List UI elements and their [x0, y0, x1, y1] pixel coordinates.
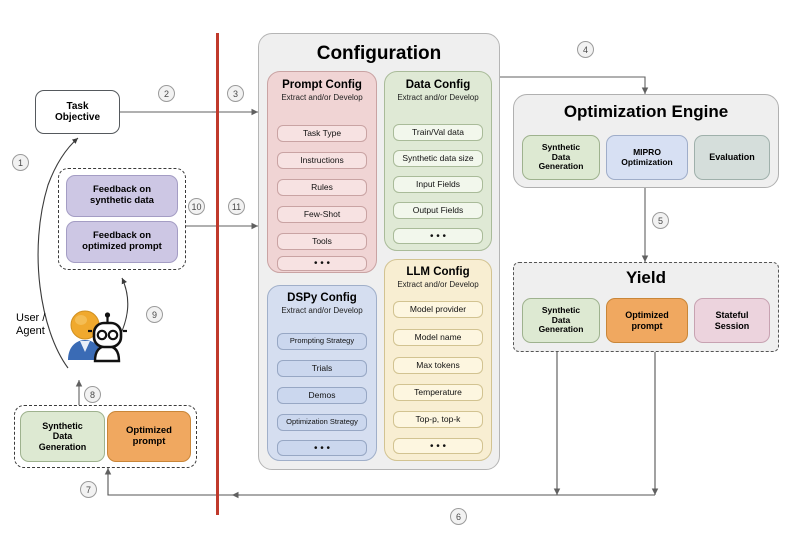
chip-synthetic-data-size[interactable]: Synthetic data size [393, 150, 483, 167]
feedback-synthetic-line2: synthetic data [90, 195, 154, 206]
chip-top-p-top-k[interactable]: Top-p, top-k [393, 411, 483, 428]
chip-task-type[interactable]: Task Type [277, 125, 367, 142]
chip-instructions[interactable]: Instructions [277, 152, 367, 169]
data-config-subtitle: Extract and/or Develop [397, 93, 479, 102]
bottom-synthetic-line2: Data [52, 431, 73, 442]
bottom-optimized-line2: prompt [132, 435, 166, 447]
node-bottom-optimized-prompt[interactable]: Optimized prompt [107, 411, 191, 462]
node-engine-mipro-optimization[interactable]: MIPRO Optimization [606, 135, 688, 180]
chip-output-fields[interactable]: Output Fields [393, 202, 483, 219]
user-agent-line1: User / [16, 312, 46, 324]
yield-stateful-line2: Session [714, 320, 750, 331]
chip-input-fields[interactable]: Input Fields [393, 176, 483, 193]
chip-prompt-more[interactable]: • • • [277, 256, 367, 271]
user-robot-icon [68, 310, 127, 363]
boundary-line [216, 33, 219, 515]
flow-badge-5: 5 [652, 212, 669, 229]
chip-llm-more[interactable]: • • • [393, 438, 483, 454]
engine-eval-line1: Evaluation [709, 152, 755, 163]
yield-synth-line1: Synthetic [541, 304, 581, 315]
chip-train-val-data[interactable]: Train/Val data [393, 124, 483, 141]
chip-optimization-strategy[interactable]: Optimization Strategy [277, 414, 367, 431]
user-agent-line2: Agent [16, 324, 45, 337]
node-engine-evaluation[interactable]: Evaluation [694, 135, 770, 180]
chip-max-tokens[interactable]: Max tokens [393, 357, 483, 374]
bottom-optimized-line1: Optimized [126, 424, 172, 436]
llm-config-subtitle: Extract and/or Develop [397, 280, 479, 289]
feedback-optimized-line2: optimized prompt [82, 241, 162, 252]
node-feedback-synthetic-data[interactable]: Feedback on synthetic data [66, 175, 178, 217]
bottom-synthetic-line3: Generation [38, 441, 87, 452]
chip-data-more[interactable]: • • • [393, 228, 483, 244]
data-config-title: Data Config [405, 79, 471, 91]
chip-few-shot[interactable]: Few-Shot [277, 206, 367, 223]
flow-badge-1: 1 [12, 154, 29, 171]
node-yield-optimized-prompt[interactable]: Optimized prompt [606, 298, 688, 343]
yield-synth-line3: Generation [538, 324, 584, 335]
chip-temperature[interactable]: Temperature [393, 384, 483, 401]
yield-optimized-line2: prompt [631, 320, 663, 331]
flow-badge-10: 10 [188, 198, 205, 215]
chip-demos[interactable]: Demos [277, 387, 367, 404]
node-yield-synthetic-data-generation[interactable]: Synthetic Data Generation [522, 298, 600, 343]
user-agent-label: User / Agent [16, 312, 66, 337]
dspy-config-subtitle: Extract and/or Develop [281, 306, 363, 315]
task-objective-line1: Task [66, 100, 89, 112]
chip-trials[interactable]: Trials [277, 360, 367, 377]
feedback-synthetic-line1: Feedback on [92, 184, 152, 196]
chip-tools[interactable]: Tools [277, 233, 367, 250]
node-bottom-synthetic-data-generation[interactable]: Synthetic Data Generation [20, 411, 105, 462]
chip-model-provider[interactable]: Model provider [393, 301, 483, 318]
chip-dspy-more[interactable]: • • • [277, 440, 367, 456]
chip-model-name[interactable]: Model name [393, 329, 483, 346]
node-engine-synthetic-data-generation[interactable]: Synthetic Data Generation [522, 135, 600, 180]
flow-badge-2: 2 [158, 85, 175, 102]
flow-badge-9: 9 [146, 306, 163, 323]
engine-synth-line2: Data [551, 151, 571, 162]
optimization-engine-title: Optimization Engine [563, 102, 729, 121]
prompt-config-title: Prompt Config [282, 79, 362, 91]
flow-badge-8: 8 [84, 386, 101, 403]
bottom-synthetic-line1: Synthetic [42, 420, 83, 431]
yield-stateful-line1: Stateful [715, 310, 749, 321]
yield-optimized-line1: Optimized [625, 310, 669, 321]
engine-mipro-line1: MIPRO [633, 146, 661, 157]
configuration-title: Configuration [316, 43, 442, 64]
engine-mipro-line2: Optimization [621, 156, 673, 167]
yield-title: Yield [626, 268, 666, 287]
engine-synth-line3: Generation [538, 161, 584, 172]
flow-badge-4: 4 [577, 41, 594, 58]
dspy-config-title: DSPy Config [287, 292, 357, 304]
node-task-objective[interactable]: Task Objective [35, 90, 120, 134]
node-feedback-optimized-prompt[interactable]: Feedback on optimized prompt [66, 221, 178, 263]
flow-badge-7: 7 [80, 481, 97, 498]
chip-rules[interactable]: Rules [277, 179, 367, 196]
node-yield-stateful-session[interactable]: Stateful Session [694, 298, 770, 343]
flow-badge-11: 11 [228, 198, 245, 215]
chip-prompting-strategy[interactable]: Prompting Strategy [277, 333, 367, 350]
task-objective-line2: Objective [54, 112, 101, 123]
yield-synth-line2: Data [551, 314, 571, 325]
engine-synth-line1: Synthetic [541, 141, 581, 152]
flow-badge-6: 6 [450, 508, 467, 525]
prompt-config-subtitle: Extract and/or Develop [281, 93, 363, 102]
flow-badge-3: 3 [227, 85, 244, 102]
llm-config-title: LLM Config [406, 266, 470, 278]
feedback-optimized-line1: Feedback on [92, 230, 152, 242]
